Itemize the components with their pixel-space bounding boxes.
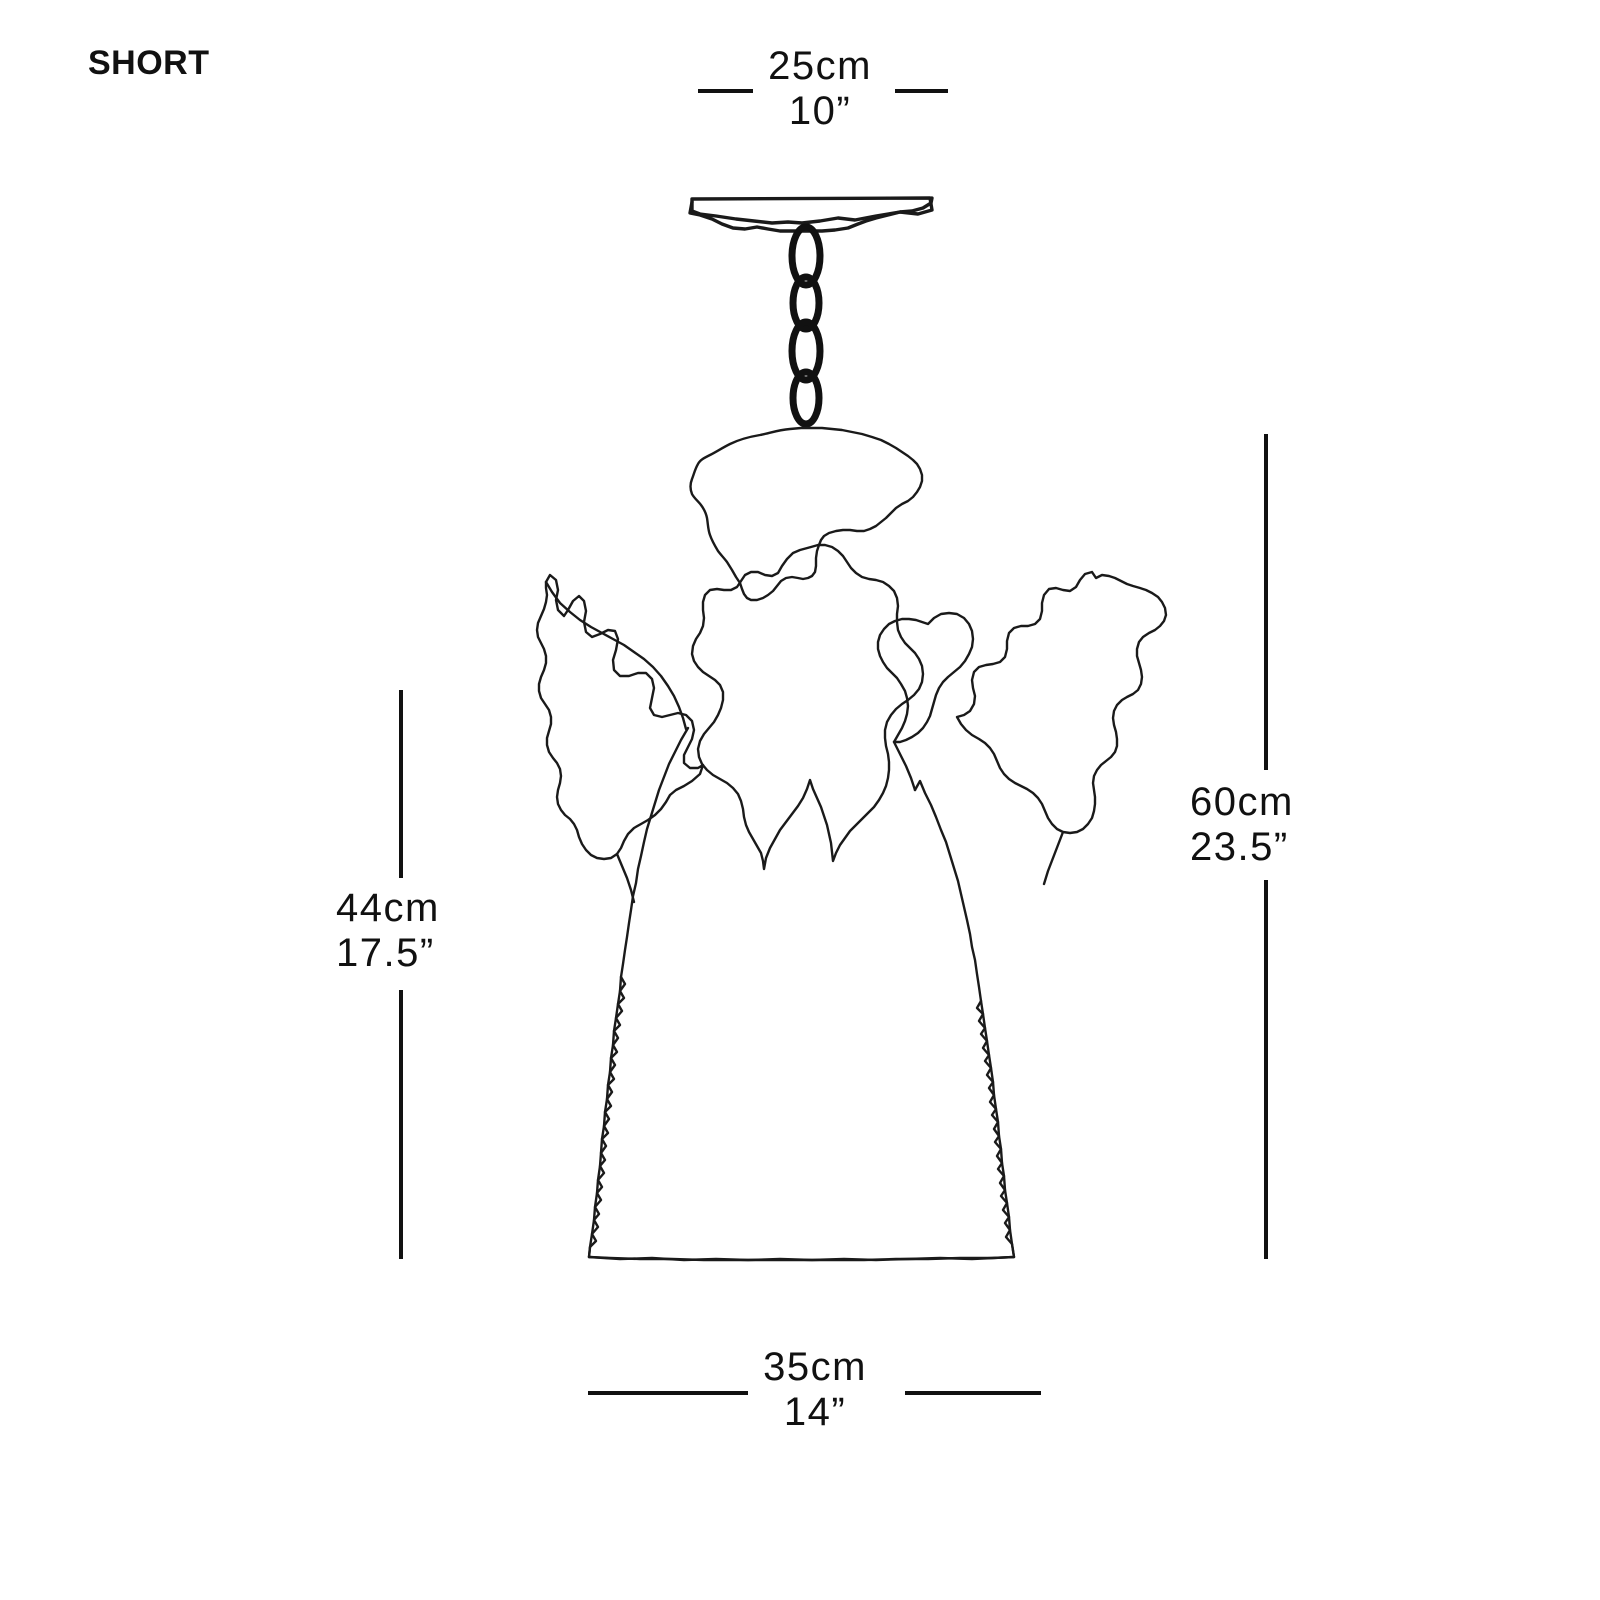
leaf-inner-left — [544, 580, 688, 731]
upper-organic-cap — [689, 426, 924, 602]
chain-link — [789, 273, 823, 333]
main-bell-shade — [587, 726, 1016, 1262]
dimension-bottom-width-metric: 35cm — [763, 1345, 867, 1389]
dimension-shade-height-imperial: 17.5” — [336, 930, 435, 975]
chain-link — [789, 368, 823, 428]
leaf-far-right — [955, 570, 1168, 835]
chain-link — [788, 223, 824, 289]
dimension-top-width-metric: 25cm — [768, 44, 872, 88]
leaf-inner-right — [876, 611, 975, 744]
dimension-top-width: 25cm 10” — [700, 44, 940, 134]
dimension-bottom-width: 35cm 14” — [695, 1345, 935, 1435]
chain-link — [788, 318, 824, 384]
dimension-shade-height-metric: 44cm — [336, 886, 440, 930]
leaf-connectors — [615, 740, 1065, 904]
suspension-chain — [788, 223, 824, 428]
dimension-total-height: 60cm 23.5” — [1190, 780, 1390, 870]
dimension-bottom-width-imperial: 14” — [783, 1389, 847, 1434]
dimension-shade-height: 44cm 17.5” — [336, 886, 536, 976]
dimension-total-height-imperial: 23.5” — [1190, 824, 1289, 869]
variant-label: SHORT — [88, 44, 210, 82]
dimension-top-width-imperial: 10” — [788, 88, 852, 133]
leaf-far-left — [535, 573, 705, 861]
leaf-center — [690, 543, 925, 871]
dimension-total-height-metric: 60cm — [1190, 780, 1294, 824]
